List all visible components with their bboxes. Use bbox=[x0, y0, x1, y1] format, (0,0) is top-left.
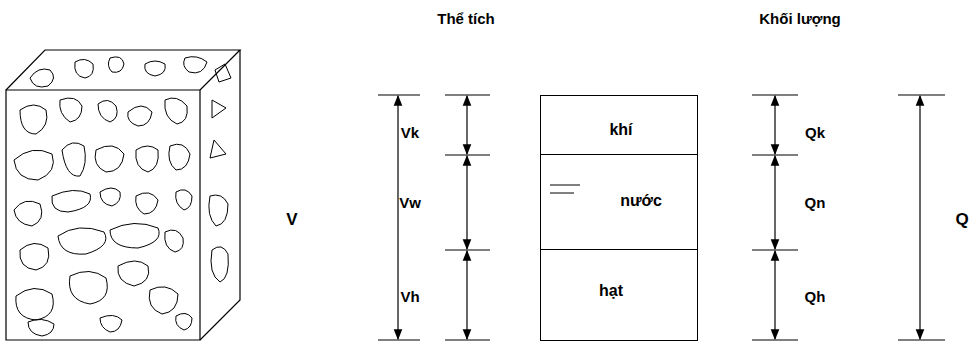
volume-symbol: Vw bbox=[399, 194, 421, 211]
volume-symbol: Vk bbox=[401, 124, 419, 141]
phase-band: hạt bbox=[540, 249, 698, 341]
axis-heading: Khối lượng bbox=[759, 10, 841, 27]
mass-symbol: Qh bbox=[805, 288, 826, 305]
mass-symbol: Qk bbox=[805, 124, 825, 141]
mass-symbol: Qn bbox=[805, 194, 826, 211]
volume-symbol: V bbox=[286, 210, 297, 230]
dimension-arrows bbox=[378, 95, 945, 340]
phase-band: khí bbox=[540, 95, 698, 156]
phase-band: nước bbox=[540, 154, 698, 251]
soil-grains bbox=[14, 57, 231, 336]
axis-heading: Thể tích bbox=[437, 10, 495, 27]
phase-name: khí bbox=[609, 121, 632, 139]
phase-name: hạt bbox=[599, 282, 623, 300]
mass-symbol: Q bbox=[955, 210, 968, 230]
volume-symbol: Vh bbox=[400, 288, 419, 305]
phase-name: nước bbox=[620, 192, 662, 210]
soil-cube bbox=[6, 50, 240, 340]
